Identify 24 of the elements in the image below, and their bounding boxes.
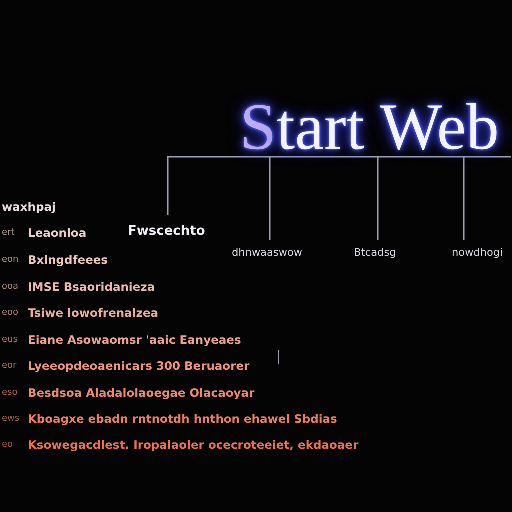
title-text: Start Web (240, 90, 500, 166)
list-item-text: Besdsoa Aladalolaoegae Olacaoyar (28, 385, 255, 401)
branch-label: nowdhogi (452, 246, 503, 261)
list-item-text: Leaonloa (28, 225, 87, 241)
list-item-text: Ksowegacdlest. Iropalaoler ocecroteeiet, ekdaoaer (28, 437, 359, 453)
row-prefix: eso (2, 387, 18, 400)
row-prefix: eor (2, 360, 17, 373)
branch-label: dhnwaaswow (232, 246, 303, 261)
list-item-text: Tsiwe lowofrenalzea (28, 305, 159, 321)
list-item-text: Lyeeopdeoaenicars 300 Beruaorer (28, 358, 250, 374)
branch-label: Btcadsg (354, 246, 396, 261)
list-item-text: IMSE Bsaoridanieza (28, 279, 156, 295)
row-prefix: ews (2, 413, 20, 426)
row-prefix: eus (2, 334, 18, 347)
row-prefix: eoo (2, 307, 19, 320)
row-prefix: eon (2, 254, 19, 267)
list-item-text: Bxlngdfeees (28, 252, 108, 268)
row-prefix: ooa (2, 281, 19, 294)
branch-label: Fwscechto (128, 224, 206, 240)
list-item-text: Eiane Asowaomsr 'aaic Eanyeaes (28, 332, 242, 348)
list-item-text: waxhpaj (2, 199, 56, 215)
row-prefix: eo (2, 439, 14, 452)
list-item-text: Kboagxe ebadn rntnotdh hnthon ehawel Sbdias (28, 411, 338, 427)
row-prefix: ert (2, 227, 15, 240)
